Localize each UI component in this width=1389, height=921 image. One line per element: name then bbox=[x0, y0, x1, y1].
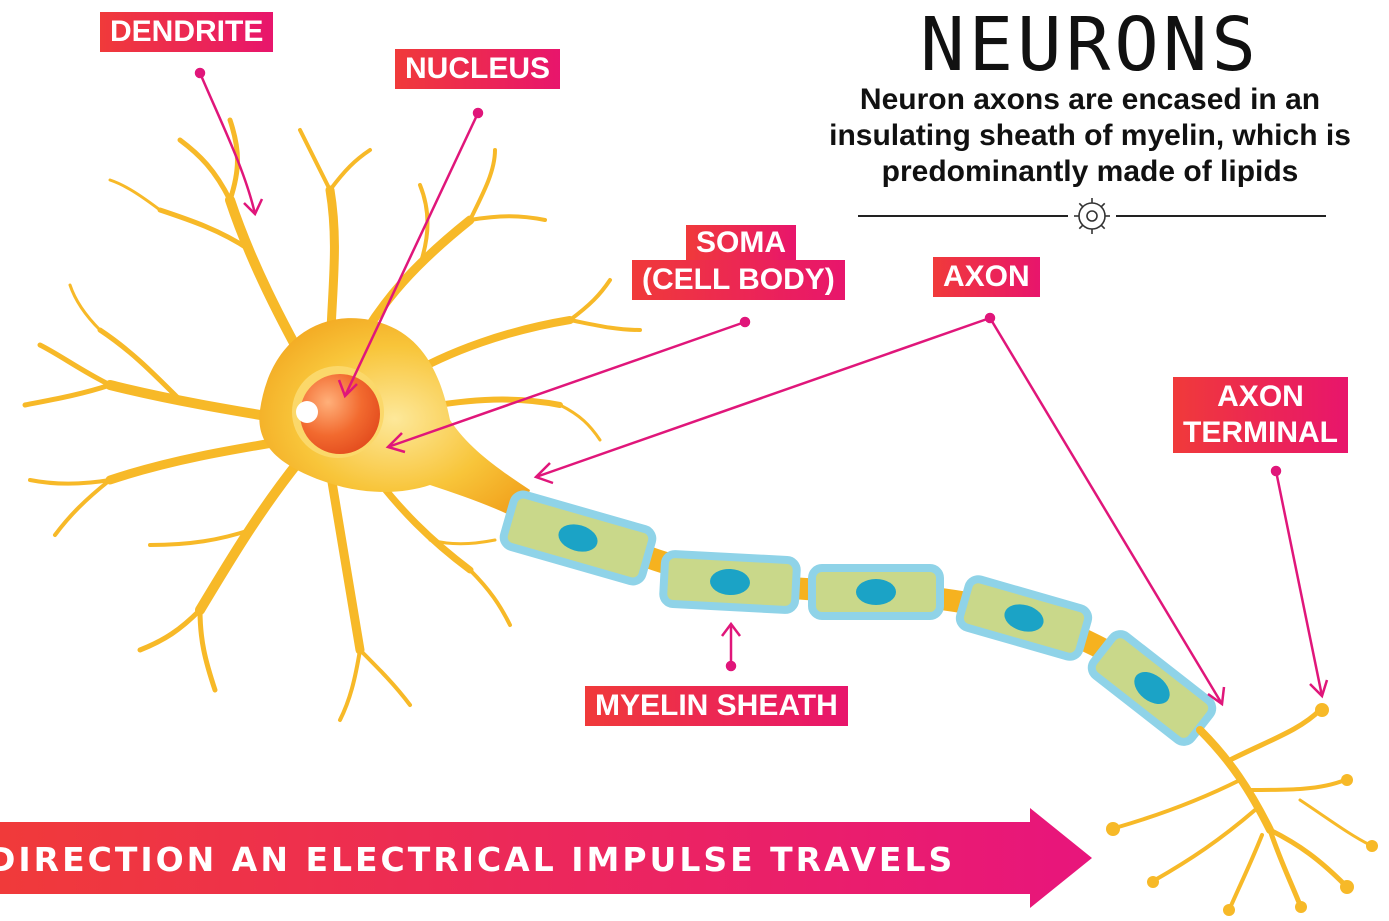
label-nucleus-text: NUCLEUS bbox=[405, 52, 550, 85]
label-soma-line1: SOMA bbox=[686, 225, 796, 261]
label-myelin-sheath-text: MYELIN SHEATH bbox=[595, 689, 838, 722]
label-dendrite-text: DENDRITE bbox=[110, 15, 263, 48]
label-axon-terminal: AXON TERMINAL bbox=[1173, 377, 1348, 453]
page-title: NEURONS bbox=[880, 2, 1300, 88]
label-soma-text-2: (CELL BODY) bbox=[642, 263, 835, 296]
label-axon: AXON bbox=[933, 257, 1040, 297]
label-axon-text: AXON bbox=[943, 260, 1030, 293]
label-axon-terminal-text-1: AXON bbox=[1183, 379, 1338, 415]
label-nucleus: NUCLEUS bbox=[395, 49, 560, 89]
label-soma-line2: (CELL BODY) bbox=[632, 260, 845, 300]
page-subtitle: Neuron axons are encased in an insulatin… bbox=[800, 82, 1380, 190]
gear-icon bbox=[1074, 198, 1110, 234]
nucleus bbox=[292, 366, 384, 458]
label-myelin-sheath: MYELIN SHEATH bbox=[585, 686, 848, 726]
impulse-direction-text: DIRECTION AN ELECTRICAL IMPULSE TRAVELS bbox=[0, 840, 888, 879]
label-dendrite: DENDRITE bbox=[100, 12, 273, 52]
label-axon-terminal-text-2: TERMINAL bbox=[1183, 415, 1338, 451]
label-soma-text-1: SOMA bbox=[696, 226, 786, 259]
